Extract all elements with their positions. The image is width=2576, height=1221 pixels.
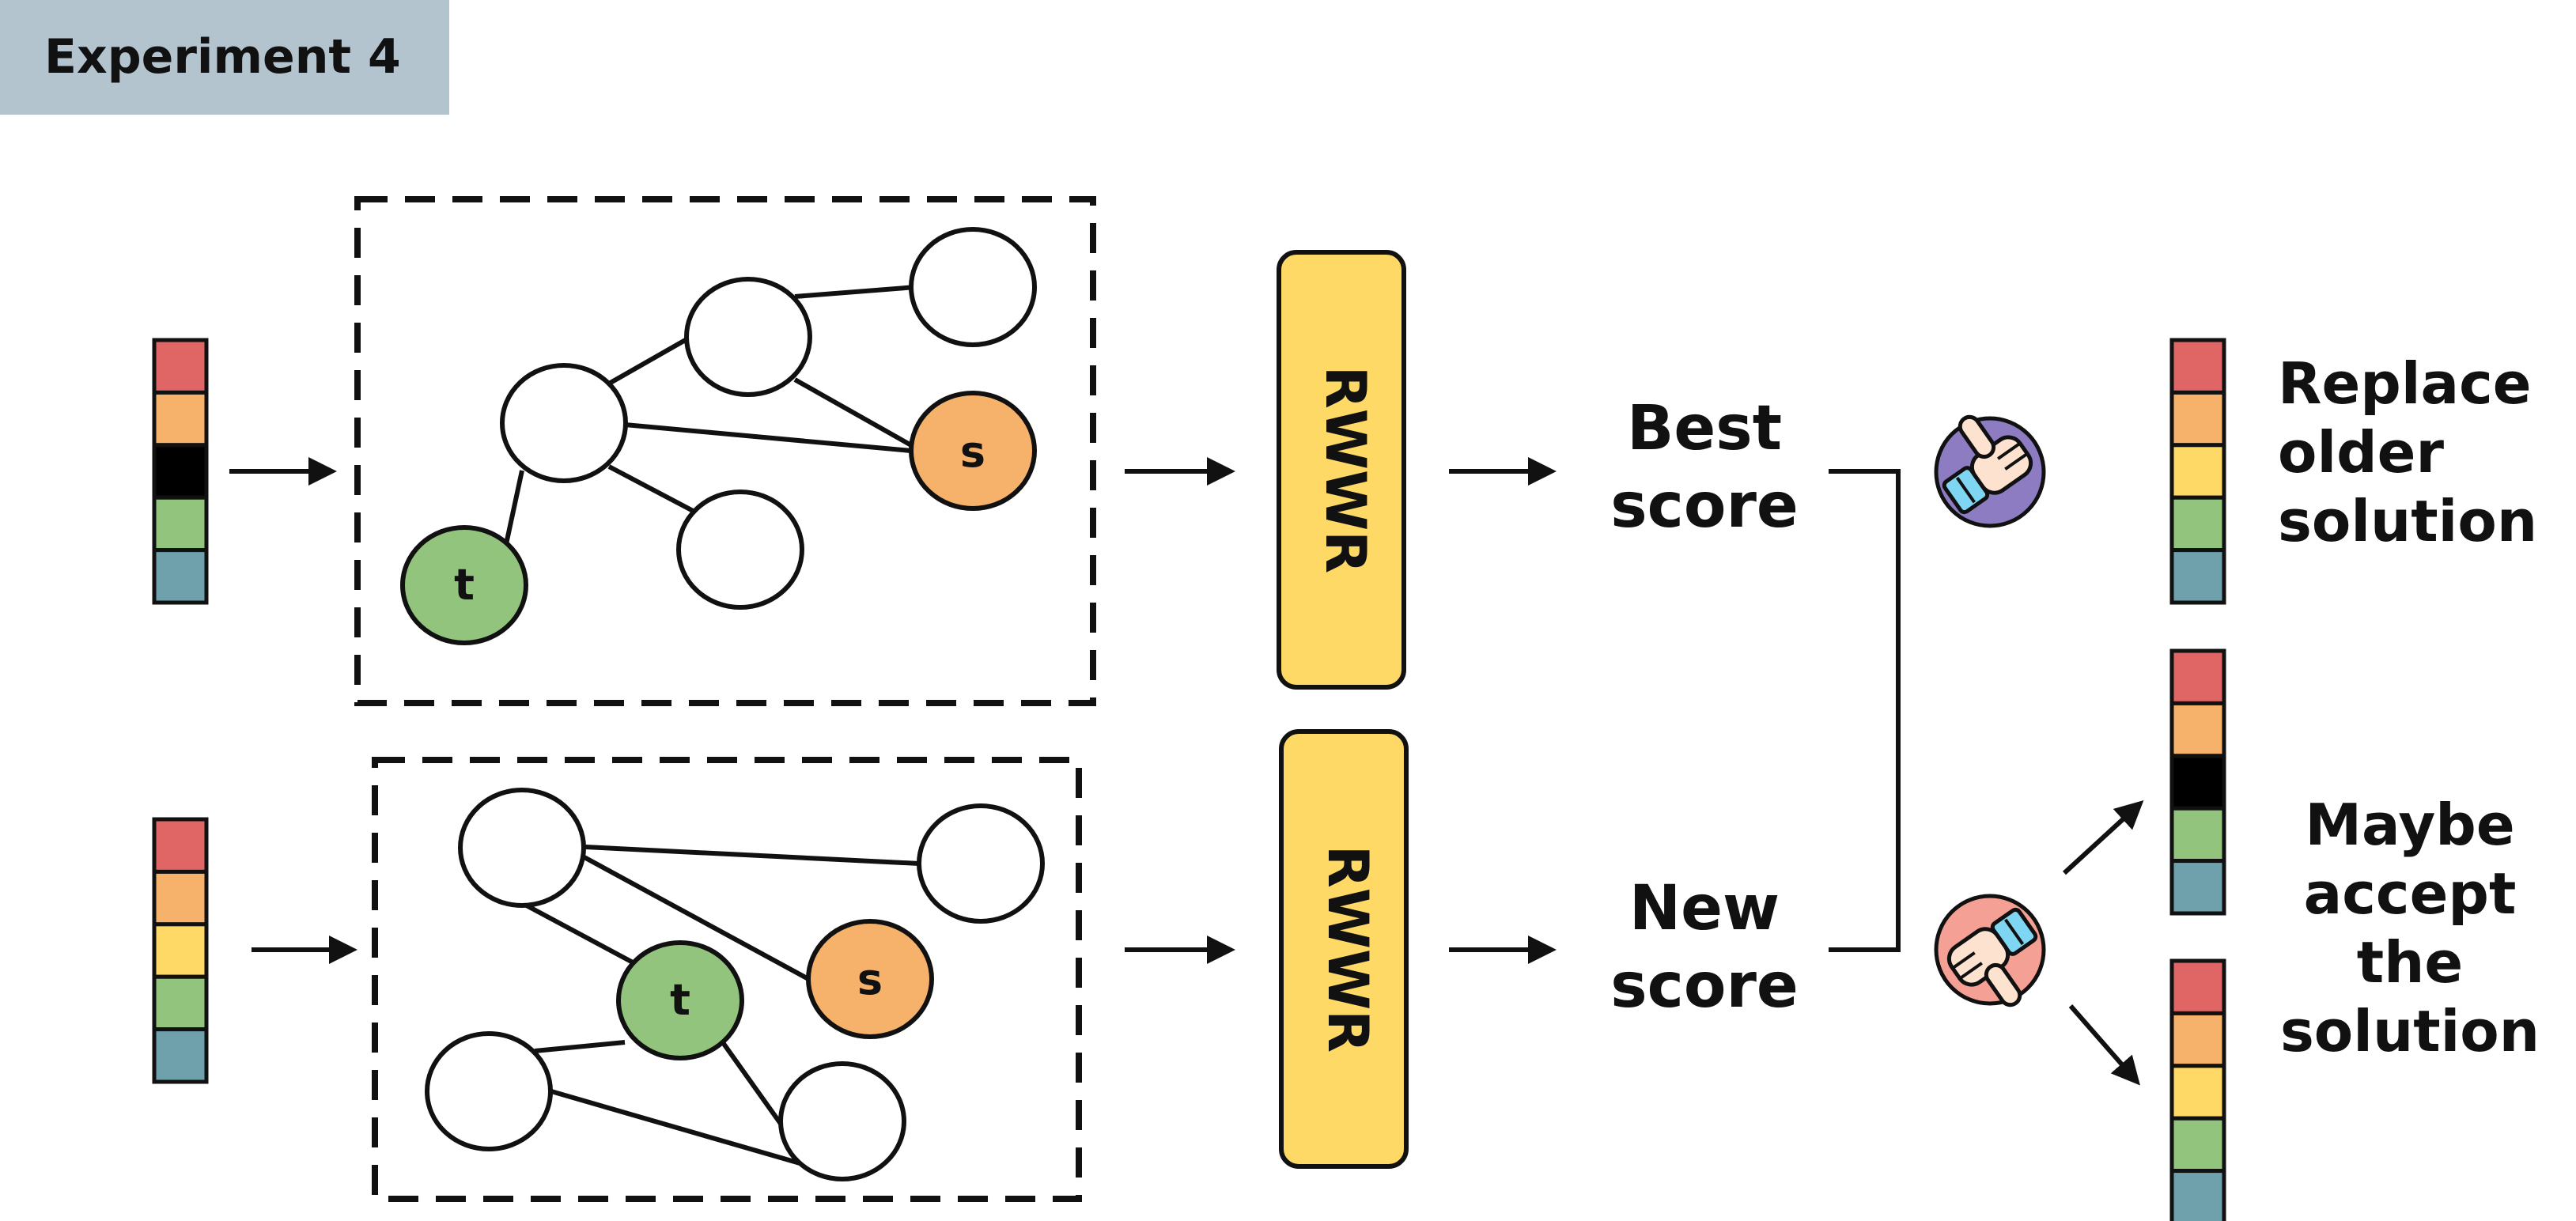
rwwr-box-bottom [1279,729,1409,1169]
target-node [400,525,528,645]
solution-cell-orange [152,390,209,448]
new-score-line-1: New [1629,873,1780,944]
solution-cell-orange [2169,701,2226,758]
new-score-line-2: score [1610,951,1799,1022]
best-score-line-2: score [1610,471,1799,542]
graph-edge [504,470,524,545]
solution-cell-orange [152,869,209,927]
solution-cell-red [152,338,209,395]
graph-node [917,803,1045,924]
graph-edge [584,845,920,866]
page-title: Experiment 4 [44,29,401,85]
header-tab [0,0,449,115]
solution-cell-red [2169,648,2226,705]
solution-cell-orange [2169,390,2226,448]
solution-bar-bottom-input [152,817,209,1084]
solution-cell-yellow [2169,443,2226,500]
graph-top: s t [354,196,1096,706]
target-node [616,940,744,1060]
target-node-label: t [454,560,475,610]
solution-bar-maybe-result-b [2169,958,2226,1221]
rwwr-label-bottom: RWWR [1315,845,1380,1053]
replace-line-1: Replace [2278,350,2532,417]
replace-line-2: older [2278,419,2445,486]
graph-node [425,1031,553,1151]
solution-bar-maybe-result-a [2169,648,2226,916]
solution-bar-top-input [152,338,209,605]
graph-node [458,788,586,908]
solution-cell-black [2169,754,2226,811]
solution-cell-red [152,817,209,874]
maybe-line-4: solution [2280,998,2540,1064]
graph-edge [607,464,698,515]
solution-cell-orange [2169,1011,2226,1068]
graph-edge [793,377,913,448]
maybe-line-2: accept [2304,860,2517,927]
graph-node [778,1061,906,1181]
graph-edge [534,1040,626,1053]
graph-edge [607,336,690,386]
rwwr-label-top: RWWR [1313,366,1378,573]
solution-bar-replace-result [2169,338,2226,605]
rwwr-box-top [1277,250,1406,690]
solution-cell-teal [152,1027,209,1084]
graph-bottom: s t [372,757,1082,1202]
source-node-label: s [857,954,883,1004]
graph-node [684,277,812,397]
replace-line-3: solution [2278,488,2537,554]
graph-node [676,490,804,610]
graph-edge [520,901,646,971]
graph-node [500,363,628,483]
solution-cell-teal [2169,859,2226,916]
solution-cell-green [2169,495,2226,553]
solution-cell-green [152,495,209,553]
best-score-line-1: Best [1627,393,1782,464]
solution-cell-green [2169,806,2226,864]
solution-cell-red [2169,338,2226,395]
graph-edge [580,853,820,987]
graph-frame-bottom [372,757,1082,1202]
solution-cell-red [2169,958,2226,1015]
thumbs-down-icon [1934,894,2046,1007]
solution-cell-teal [2169,1169,2226,1221]
maybe-line-1: Maybe [2305,792,2514,858]
comparison-bracket [1829,469,1901,952]
graph-node [909,227,1037,347]
solution-cell-teal [2169,548,2226,605]
graph-edge [545,1087,811,1169]
arrow-to-maybe-result-b [2068,1004,2140,1086]
thumbs-up-icon [1934,414,2046,528]
solution-cell-yellow [2169,1064,2226,1121]
graph-edge [794,285,917,299]
solution-cell-teal [152,548,209,605]
graph-edge [624,422,912,453]
solution-cell-yellow [152,922,209,979]
arrow-to-maybe-result-a [2062,800,2144,875]
target-node-label: t [670,975,690,1025]
graph-edge [716,1034,787,1131]
solution-cell-black [152,443,209,500]
source-node [806,919,934,1039]
solution-cell-green [2169,1116,2226,1174]
source-node [909,391,1037,511]
maybe-line-3: the [2357,929,2464,996]
source-node-label: s [960,427,985,477]
solution-cell-green [152,974,209,1032]
